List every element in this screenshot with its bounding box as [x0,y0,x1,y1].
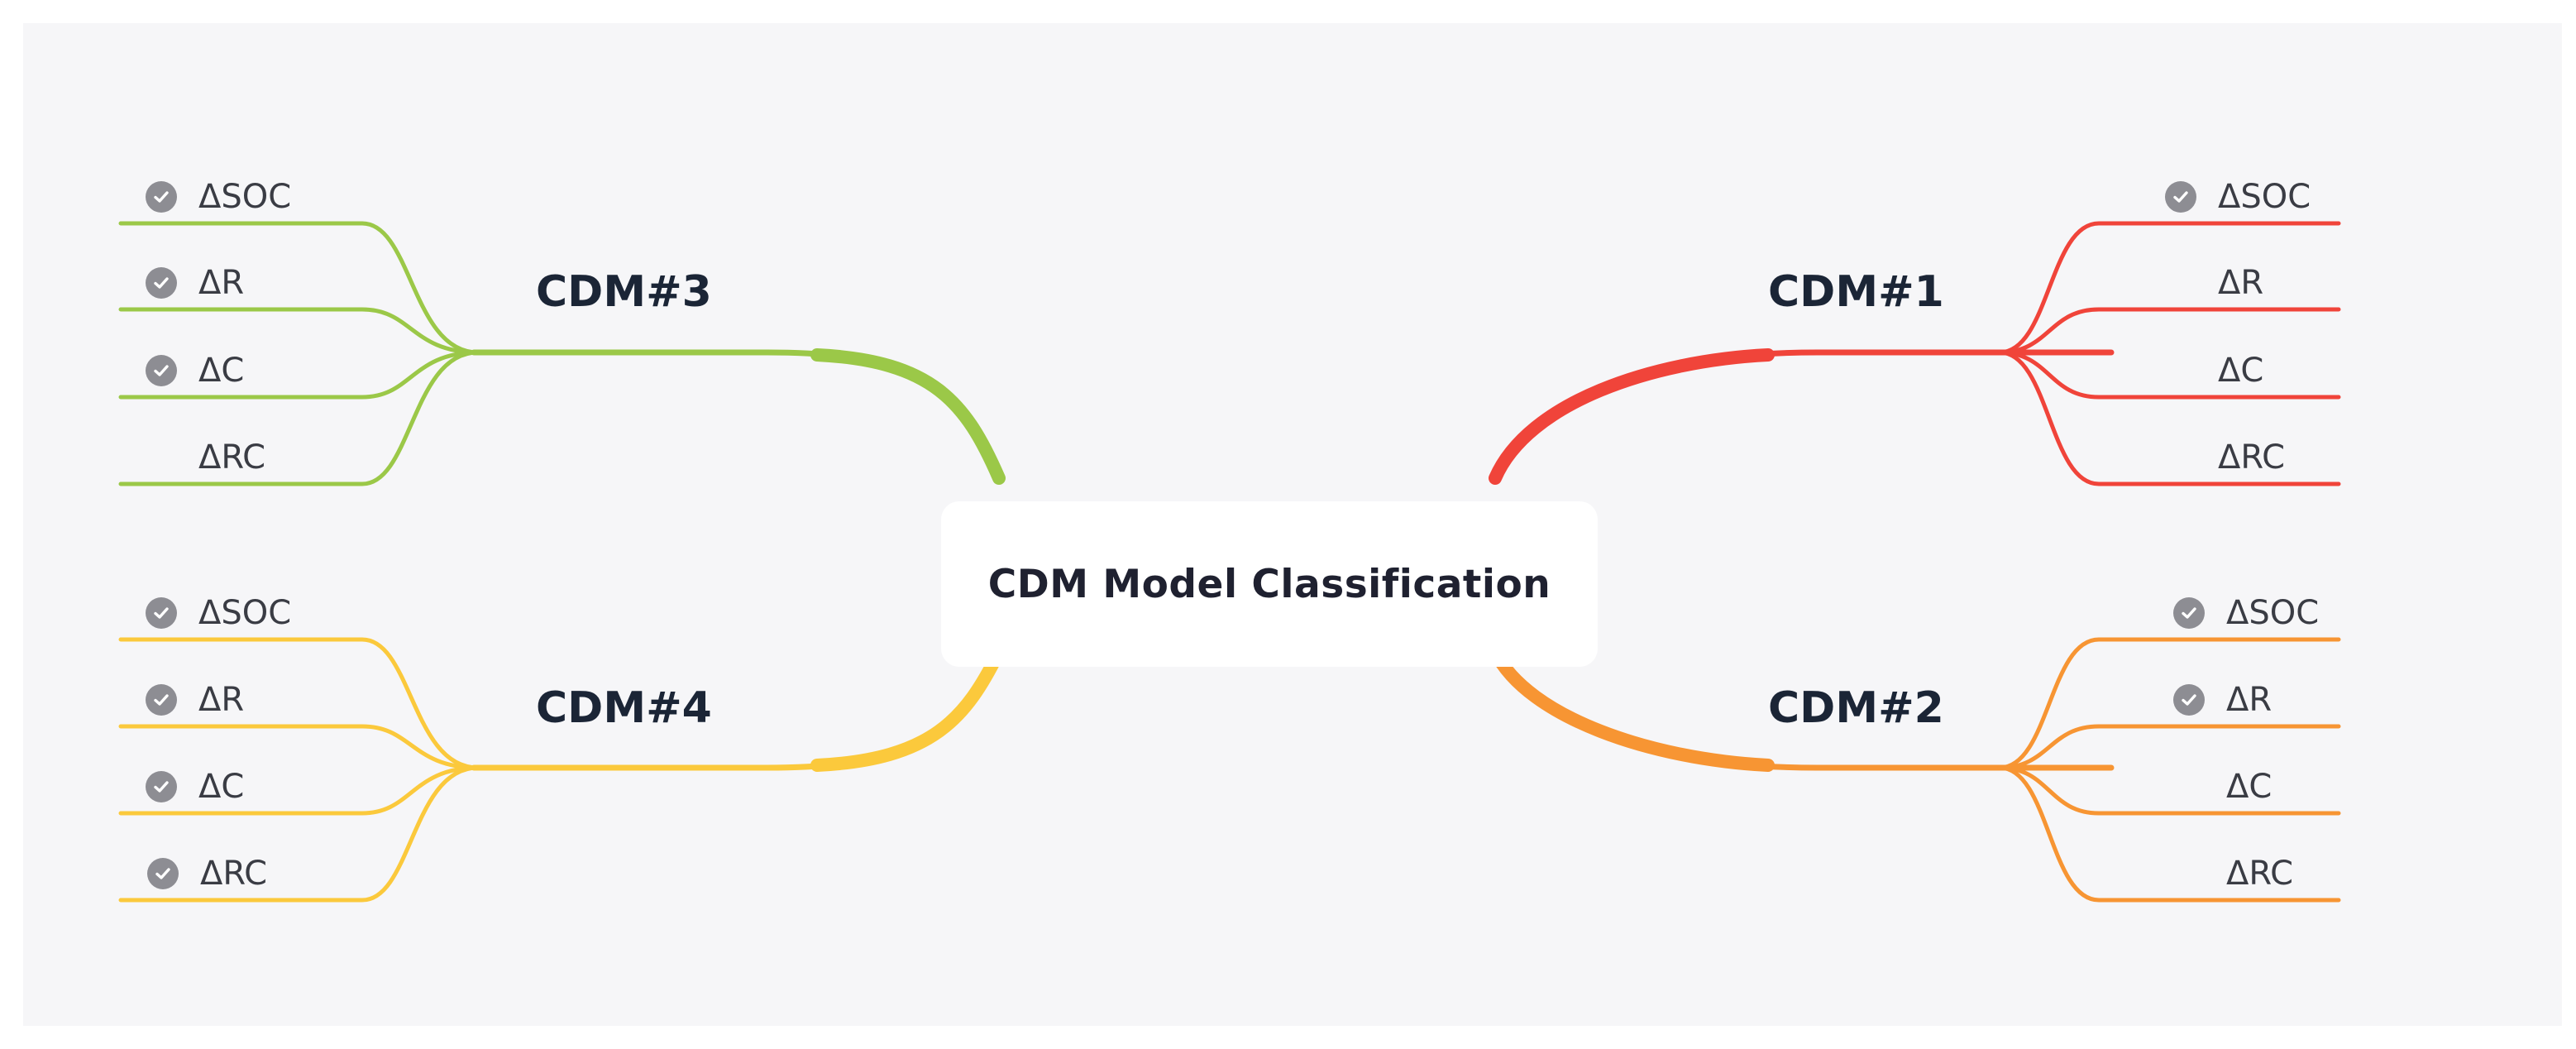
leaf-node-cdm4-0[interactable]: ΔSOC [146,588,291,638]
central-topic[interactable]: CDM Model Classification [941,501,1598,667]
leaf-label: ΔSOC [198,178,292,216]
check-icon [146,267,177,299]
leaf-label: ΔC [2226,768,2273,806]
branch-label-cdm3[interactable]: CDM#3 [536,267,712,317]
leaf-connector-cdm2-3 [1997,765,2341,903]
leaf-label: ΔRC [2226,855,2294,893]
leaf-node-cdm3-1[interactable]: ΔR [146,258,244,308]
leaf-node-cdm2-1[interactable]: ΔR [2173,675,2272,725]
branch-label-cdm4[interactable]: CDM#4 [536,683,712,733]
leaf-node-cdm2-0[interactable]: ΔSOC [2173,588,2319,638]
leaf-connector-cdm1-3 [1997,350,2341,486]
connector-thick-cdm1 [1489,348,1775,485]
check-icon [146,597,177,629]
branch-label-cdm1[interactable]: CDM#1 [1768,267,1944,317]
leaf-node-cdm2-3[interactable]: ΔRC [2173,849,2293,898]
leaf-node-cdm3-2[interactable]: ΔC [146,346,244,395]
leaf-connector-cdm3-1 [118,307,480,355]
leaf-connector-cdm3-2 [118,350,480,400]
connector-thick-cdm2 [1489,645,1775,772]
leaf-node-cdm1-1[interactable]: ΔR [2165,258,2263,308]
leaf-connector-cdm3-0 [118,221,480,355]
leaf-connector-cdm1-0 [1997,221,2341,355]
leaf-connector-cdm2-0 [1997,637,2341,770]
leaf-node-cdm3-3[interactable]: ΔRC [146,433,265,482]
leaf-label: ΔSOC [2218,178,2311,216]
leaf-node-cdm4-2[interactable]: ΔC [146,762,244,812]
leaf-label: ΔSOC [2226,594,2320,632]
leaf-node-cdm1-2[interactable]: ΔC [2165,346,2263,395]
leaf-connector-cdm1-1 [1997,307,2341,355]
leaf-node-cdm3-0[interactable]: ΔSOC [146,172,291,222]
leaf-label: ΔR [2226,681,2273,719]
connector-thick-cdm4 [810,645,1006,772]
leaf-connector-cdm2-2 [1997,765,2341,816]
leaf-node-cdm1-3[interactable]: ΔRC [2165,433,2285,482]
leaf-label: ΔR [198,264,245,302]
connector-thick-cdm3 [810,348,1006,485]
check-icon [147,858,179,889]
leaf-connector-cdm4-1 [118,724,480,770]
leaf-connector-cdm3-3 [118,350,480,486]
leaf-label: ΔC [2218,352,2264,390]
leaf-connector-cdm1-2 [1997,350,2341,400]
leaf-label: ΔR [2218,264,2264,302]
mindmap-canvas: CDM Model Classification CDM#3 CDM#4 CDM… [23,23,2562,1026]
leaf-connector-cdm4-2 [118,765,480,816]
leaf-label: ΔSOC [198,594,292,632]
leaf-label: ΔRC [2218,438,2286,477]
branch-label-cdm2[interactable]: CDM#2 [1768,683,1944,733]
connector-layer [118,221,2341,903]
leaf-label: ΔR [198,681,245,719]
leaf-label: ΔC [198,768,245,806]
check-icon [2173,597,2205,629]
leaf-node-cdm4-1[interactable]: ΔR [146,675,244,725]
leaf-node-cdm2-2[interactable]: ΔC [2173,762,2272,812]
check-icon [146,771,177,802]
central-topic-label: CDM Model Classification [987,561,1551,607]
check-icon [146,181,177,213]
leaf-connector-cdm4-0 [118,637,480,770]
check-icon [2173,684,2205,716]
leaf-label: ΔRC [198,438,266,477]
check-icon [2165,181,2196,213]
leaf-node-cdm4-3[interactable]: ΔRC [147,849,267,898]
check-icon [146,355,177,386]
leaf-connector-cdm2-1 [1997,724,2341,770]
connector-cdm1 [1492,349,2115,481]
leaf-label: ΔRC [200,855,268,893]
leaf-label: ΔC [198,352,245,390]
leaf-node-cdm1-0[interactable]: ΔSOC [2165,172,2311,222]
check-icon [146,684,177,716]
leaf-connector-cdm4-3 [118,765,480,903]
